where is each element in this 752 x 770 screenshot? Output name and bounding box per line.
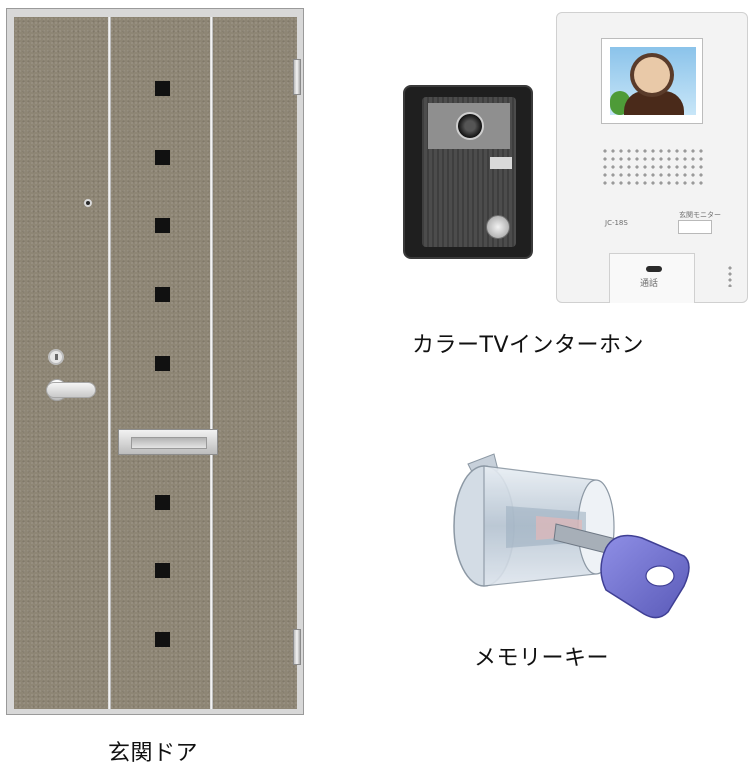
front-door-image bbox=[6, 8, 304, 715]
talk-panel: 通話 bbox=[609, 253, 695, 303]
door-handle bbox=[46, 382, 96, 398]
door-square-window bbox=[155, 150, 170, 165]
camera-lens bbox=[456, 112, 484, 140]
camera-face-panel bbox=[422, 97, 516, 247]
camera-lens-housing bbox=[428, 103, 510, 149]
memory-key-image bbox=[453, 453, 690, 619]
mail-slot bbox=[118, 429, 218, 455]
intercom-camera-unit bbox=[403, 85, 533, 259]
talk-indicator bbox=[646, 266, 662, 272]
peephole bbox=[84, 199, 92, 207]
door-groove bbox=[108, 17, 111, 709]
door-caption: 玄関ドア bbox=[108, 741, 199, 766]
door-square-window bbox=[155, 218, 170, 233]
call-button bbox=[486, 215, 510, 239]
door-square-window bbox=[155, 81, 170, 96]
side-speaker-dots bbox=[727, 265, 733, 287]
screen-visitor-face bbox=[634, 57, 670, 93]
door-groove bbox=[210, 17, 213, 709]
monitor-model-label: JC-18S bbox=[605, 219, 628, 227]
intercom-caption: カラーTVインターホン bbox=[412, 333, 644, 358]
door-monitor-label: 玄関モニター bbox=[679, 211, 721, 219]
door-monitor-button bbox=[678, 220, 712, 234]
monitor-screen-frame bbox=[601, 38, 703, 124]
door-square-window bbox=[155, 356, 170, 371]
door-panel bbox=[14, 17, 297, 709]
key-head bbox=[600, 534, 690, 619]
door-hinge bbox=[293, 629, 301, 665]
door-square-window bbox=[155, 563, 170, 578]
screen-visitor-body bbox=[624, 91, 684, 115]
door-square-window bbox=[155, 287, 170, 302]
camera-brand-label bbox=[490, 157, 512, 169]
memory-key-caption: メモリーキー bbox=[474, 646, 610, 671]
lock-cylinder-body bbox=[453, 453, 615, 587]
lock-cylinder bbox=[48, 349, 64, 365]
speaker-grille bbox=[601, 147, 705, 187]
door-square-window bbox=[155, 495, 170, 510]
door-square-window bbox=[155, 632, 170, 647]
talk-label: 通話 bbox=[640, 279, 659, 289]
door-hinge bbox=[293, 59, 301, 95]
monitor-screen bbox=[610, 47, 696, 115]
intercom-monitor-unit: JC-18S 玄関モニター 通話 bbox=[556, 12, 748, 303]
